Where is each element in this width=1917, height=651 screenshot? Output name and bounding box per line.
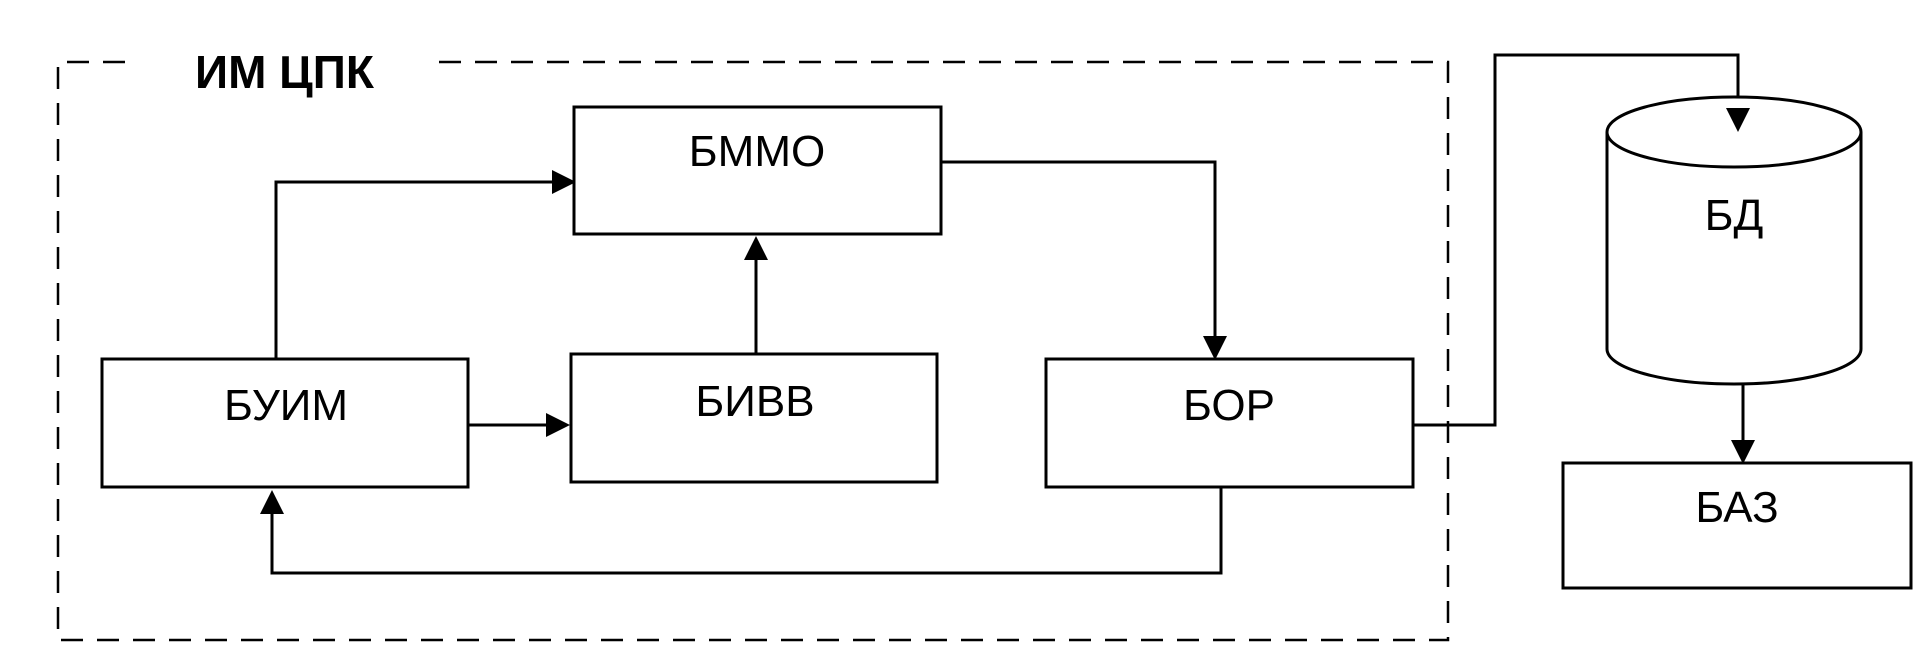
block-baz: БАЗ bbox=[1561, 461, 1913, 590]
block-buim: БУИМ bbox=[100, 357, 470, 489]
system-boundary bbox=[56, 60, 1450, 642]
connector-bor-buim bbox=[260, 488, 1223, 575]
block-bor: БОР bbox=[1044, 357, 1415, 489]
connector-bivv-bmmo bbox=[744, 236, 768, 354]
block-buim-label: БУИМ bbox=[224, 381, 348, 430]
system-title: ИМ ЦПК bbox=[195, 46, 375, 98]
connector-buim-bmmo bbox=[274, 170, 576, 362]
block-bmmo-label: БММО bbox=[689, 127, 825, 176]
database-bd-label: БД bbox=[1705, 191, 1764, 240]
database-bd: БД bbox=[1605, 95, 1863, 386]
connector-bor-bd-arrowhead bbox=[1726, 108, 1750, 132]
connector-buim-bivv bbox=[468, 413, 570, 437]
block-baz-label: БАЗ bbox=[1695, 483, 1778, 532]
block-bivv: БИВВ bbox=[569, 352, 939, 484]
block-bmmo: БММО bbox=[572, 105, 943, 236]
block-bivv-label: БИВВ bbox=[695, 377, 814, 426]
connector-bmmo-bor bbox=[941, 160, 1227, 360]
connector-bd-baz bbox=[1731, 384, 1755, 464]
block-bor-label: БОР bbox=[1183, 381, 1275, 430]
